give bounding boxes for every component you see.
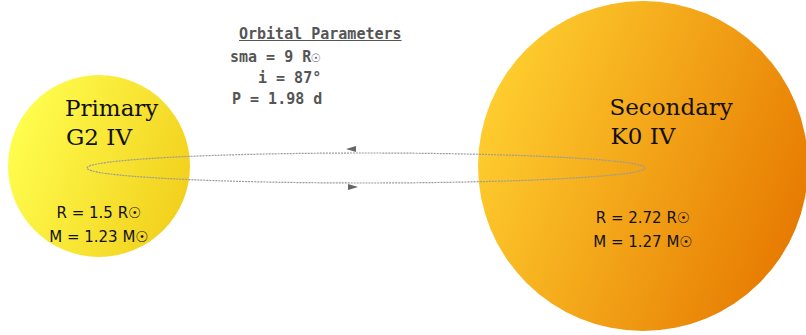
orbital-parameter: P = 1.98 d — [232, 90, 322, 108]
star-name: Primary G2 IV — [65, 94, 133, 152]
orbit-arrow — [346, 146, 356, 152]
star-name: Secondary K0 IV — [610, 93, 677, 151]
star-circle: Primary G2 IV R = 1.5 R☉ M = 1.23 M☉ — [8, 75, 190, 257]
orbital-parameter: sma = 9 R☉ — [230, 48, 320, 66]
orbit-arrow — [348, 184, 358, 190]
star-properties: R = 2.72 R☉ M = 1.27 M☉ — [592, 206, 694, 254]
parameters-heading: Orbital Parameters — [239, 25, 402, 43]
orbital-parameter: i = 87° — [258, 69, 321, 87]
star-properties: R = 1.5 R☉ M = 1.23 M☉ — [48, 201, 150, 249]
